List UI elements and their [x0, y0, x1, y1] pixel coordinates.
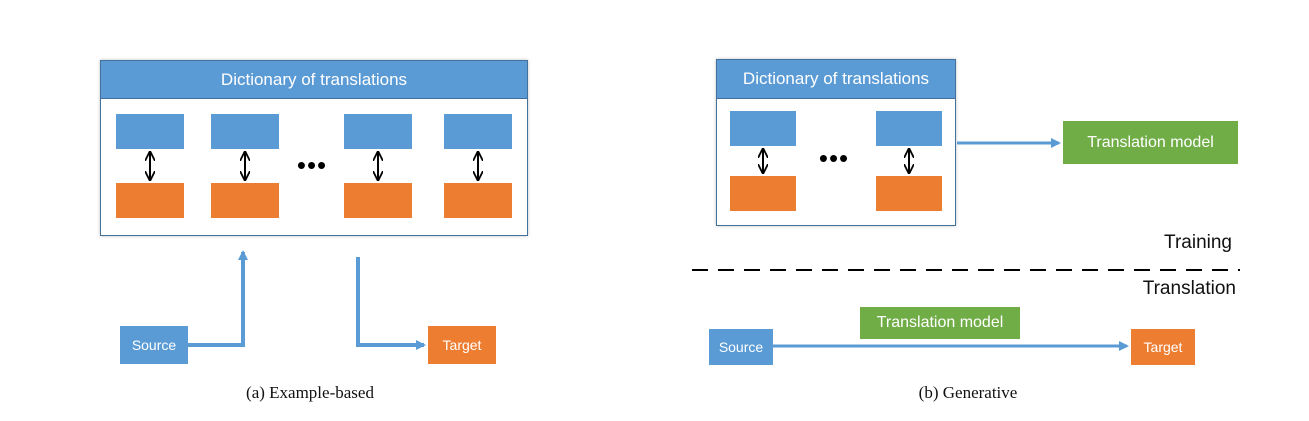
- b-translation-label: Translation: [1142, 278, 1236, 299]
- a-caption: (a) Example-based: [246, 383, 374, 402]
- a-source-to-dictionary-arrow: [188, 250, 248, 347]
- a-target-entry-1: [116, 183, 184, 218]
- a-source-entry-1: [116, 114, 184, 149]
- b-target-box: Target: [1131, 329, 1195, 365]
- b-training-model-box: Translation model: [1063, 121, 1238, 164]
- b-source-box: Source: [709, 329, 773, 365]
- a-source-box: Source: [120, 326, 188, 364]
- b-source-entry-1: [730, 111, 796, 146]
- a-ellipsis: •••: [296, 150, 328, 180]
- a-source-entry-4: [444, 114, 512, 149]
- b-caption: (b) Generative: [918, 383, 1018, 402]
- b-target-entry-1: [730, 176, 796, 211]
- a-target-box: Target: [428, 326, 496, 364]
- a-dictionary-title: Dictionary of translations: [101, 61, 527, 99]
- b-dictionary-title: Dictionary of translations: [717, 60, 955, 99]
- b-training-label: Training: [1164, 232, 1232, 253]
- a-dictionary-to-target-arrow: [356, 257, 426, 350]
- b-ellipsis: •••: [818, 143, 850, 173]
- b-translation-model-box: Translation model: [860, 307, 1020, 339]
- a-target-entry-4: [444, 183, 512, 218]
- a-target-entry-2: [211, 183, 279, 218]
- b-target-entry-2: [876, 176, 942, 211]
- a-source-entry-2: [211, 114, 279, 149]
- a-target-entry-3: [344, 183, 412, 218]
- b-source-entry-2: [876, 111, 942, 146]
- a-source-entry-3: [344, 114, 412, 149]
